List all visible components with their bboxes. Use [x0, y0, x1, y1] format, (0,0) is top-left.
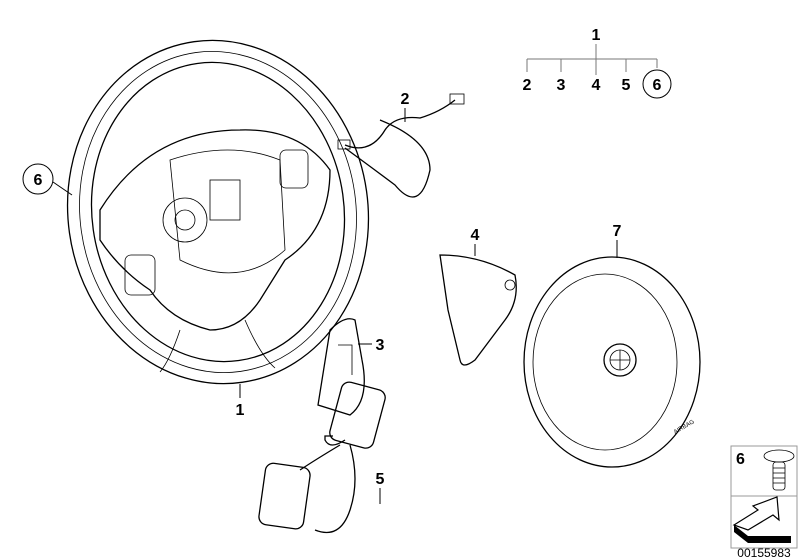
svg-text:3: 3: [557, 77, 566, 94]
switch-cluster[interactable]: [258, 380, 387, 534]
left-trim-cover[interactable]: [317, 318, 365, 416]
arrow-icon: [732, 496, 791, 543]
svg-text:3: 3: [376, 337, 385, 354]
callout-3: 3: [358, 337, 385, 354]
screw-icon: [763, 449, 795, 491]
assembly-tree: 1 2 3 4 5 6: [523, 27, 672, 99]
svg-text:1: 1: [236, 402, 245, 419]
svg-text:6: 6: [34, 172, 43, 189]
callout-7: 7: [613, 223, 622, 258]
screw-legend: 6 00155983: [730, 445, 798, 559]
callout-2: 2: [401, 91, 410, 122]
callout-5: 5: [376, 471, 385, 504]
callout-6: 6: [22, 163, 73, 196]
right-trim-cover[interactable]: [439, 254, 517, 366]
svg-text:2: 2: [523, 77, 532, 94]
svg-text:4: 4: [471, 227, 480, 244]
callout-1: 1: [236, 384, 245, 419]
svg-text:1: 1: [592, 27, 601, 44]
callout-4: 4: [471, 227, 480, 256]
svg-text:5: 5: [622, 77, 631, 94]
svg-text:4: 4: [592, 77, 601, 94]
svg-text:6: 6: [736, 451, 745, 468]
airbag-module[interactable]: AIRBAG: [523, 256, 701, 468]
svg-text:2: 2: [401, 91, 410, 108]
steering-wheel[interactable]: [46, 21, 391, 403]
document-number: 00155983: [737, 546, 791, 559]
svg-text:5: 5: [376, 471, 385, 488]
svg-text:7: 7: [613, 223, 622, 240]
svg-text:6: 6: [653, 77, 662, 94]
cable-harness[interactable]: [337, 93, 465, 198]
